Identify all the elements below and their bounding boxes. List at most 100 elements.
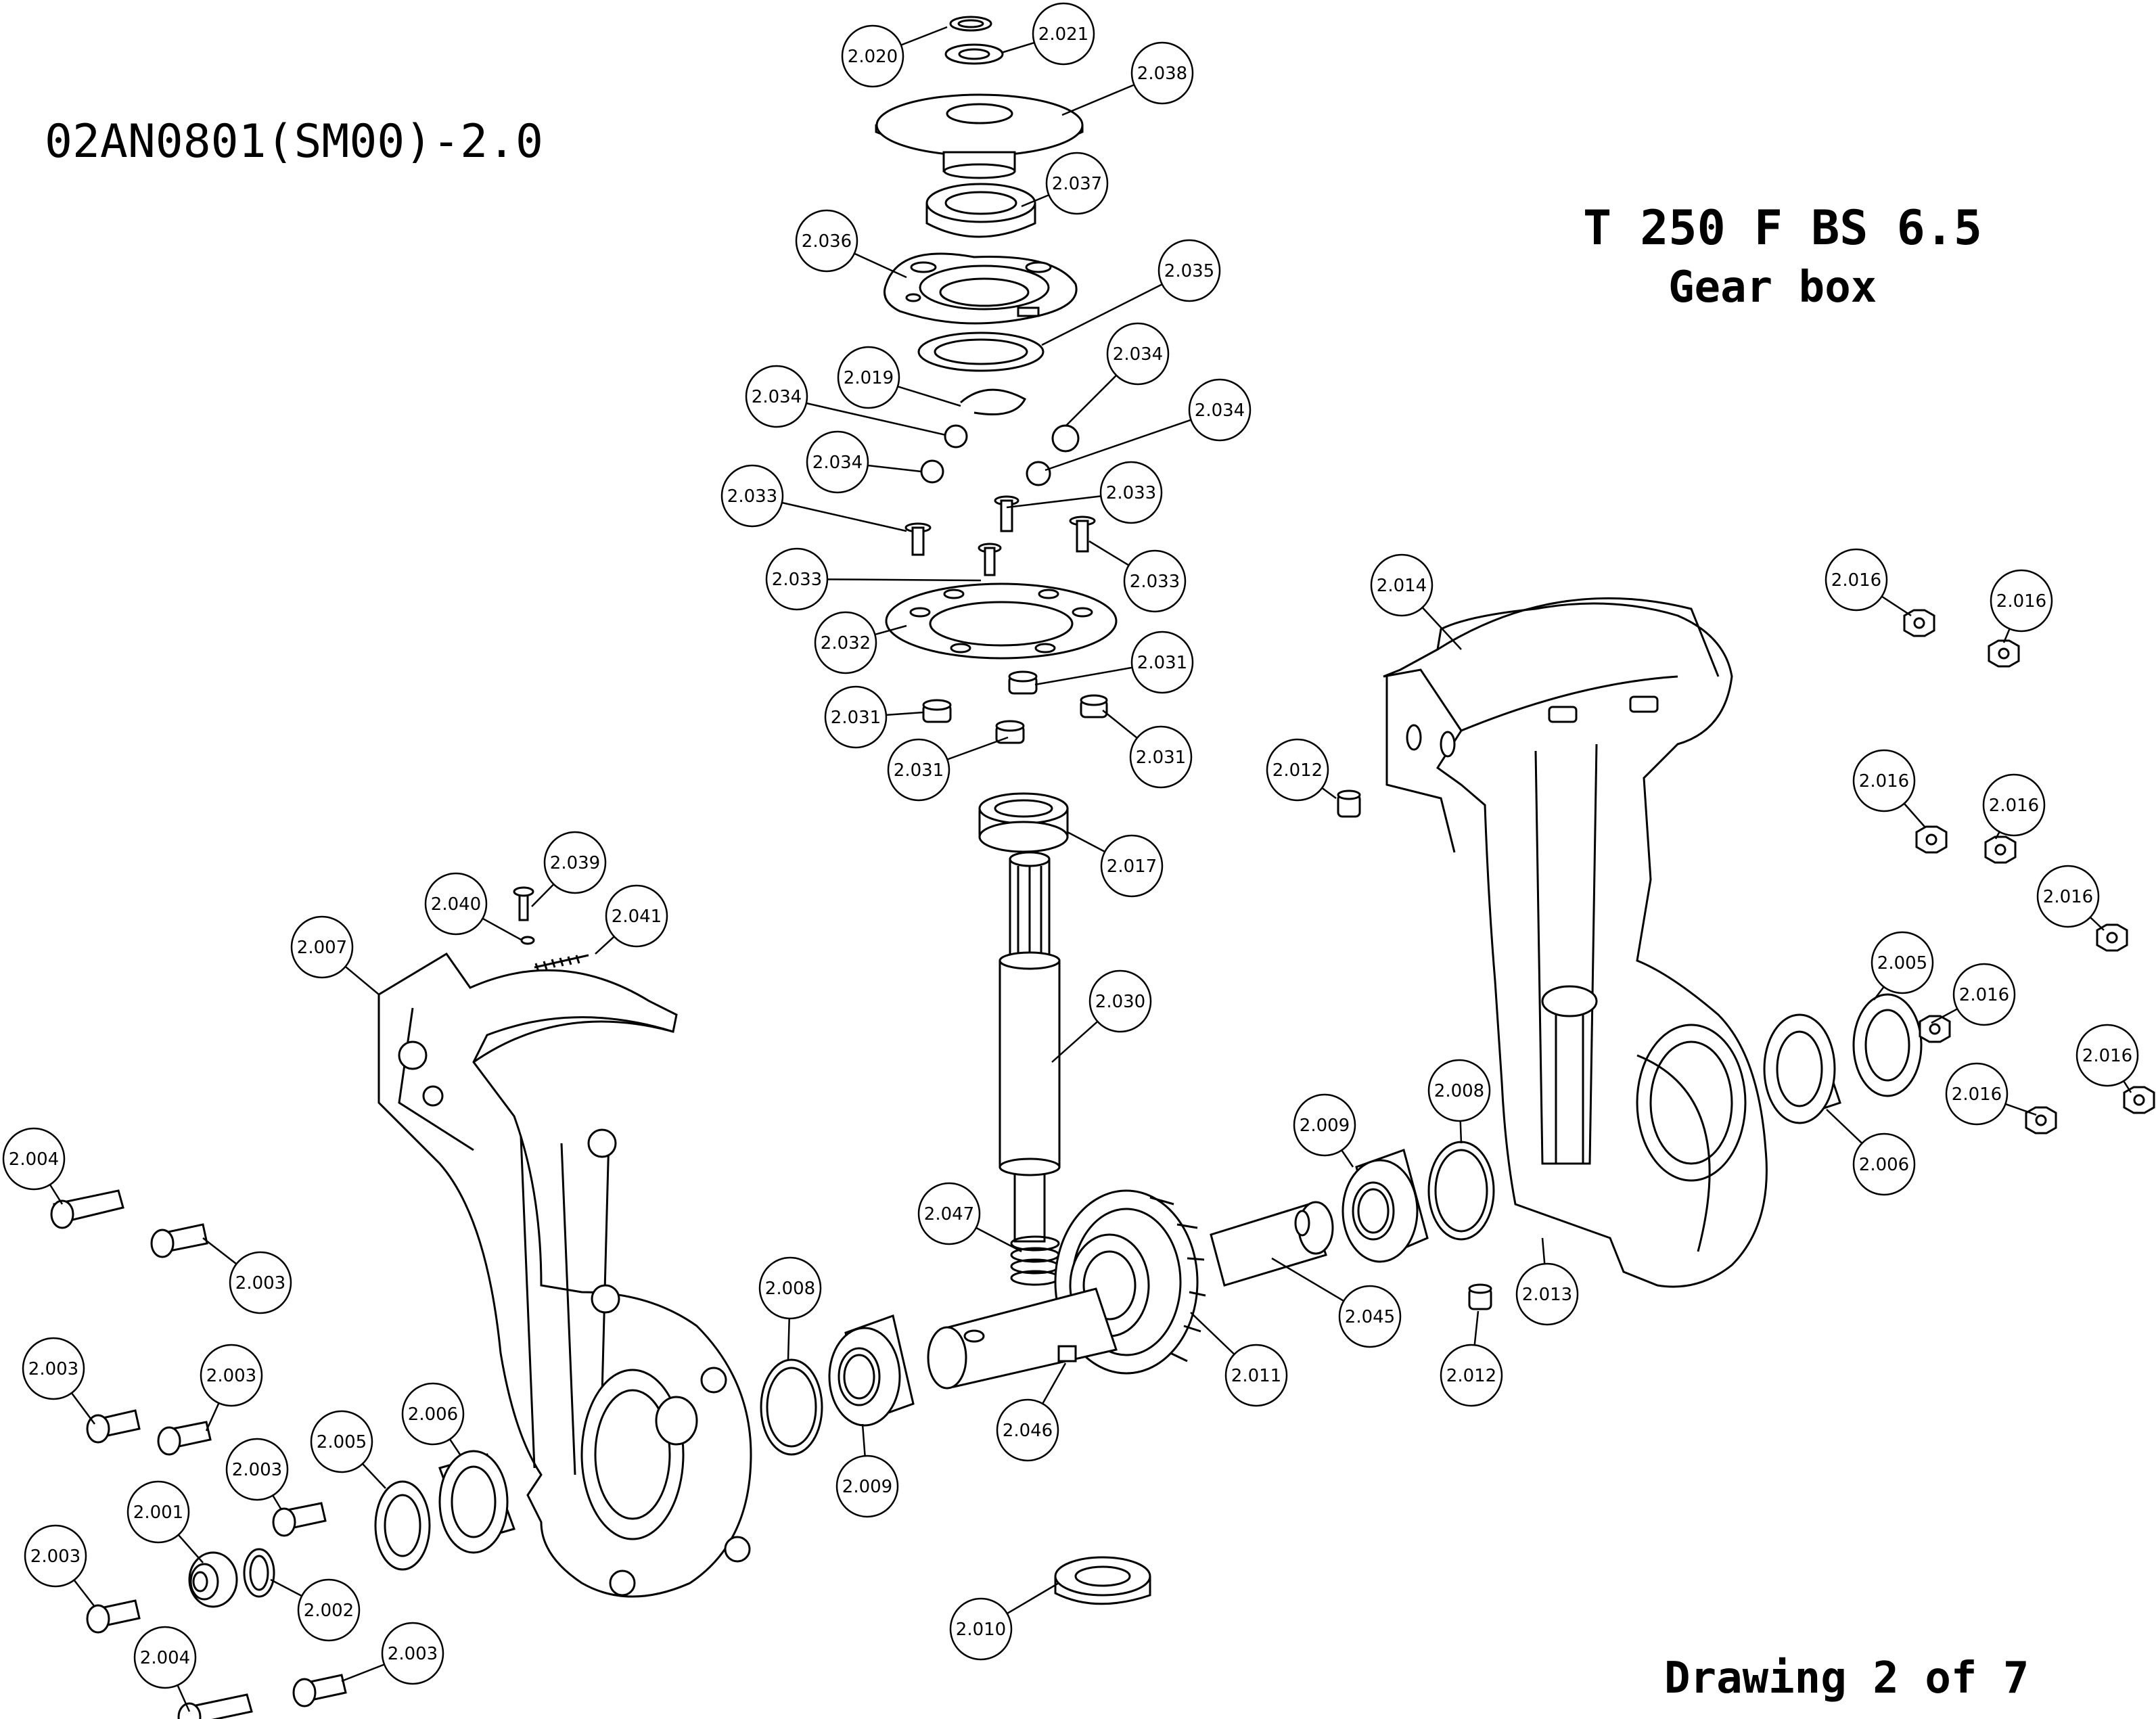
callout-label: 2.014 bbox=[1377, 576, 1427, 596]
callout-circle bbox=[290, 915, 354, 979]
callout-label: 2.031 bbox=[1136, 748, 1186, 768]
seal-left bbox=[374, 1480, 431, 1571]
leader-line bbox=[1034, 666, 1132, 686]
callout-label: 2.031 bbox=[1137, 653, 1187, 673]
part-callout-2-034: 2.034 bbox=[1106, 322, 1170, 386]
key bbox=[1057, 1345, 1077, 1362]
part-callout-2-033: 2.033 bbox=[1123, 549, 1187, 613]
sheet-number: Drawing 2 of 7 bbox=[1664, 1653, 2029, 1703]
leader-line bbox=[827, 578, 982, 582]
document-number: 02AN0801(SM00)-2.0 bbox=[45, 115, 543, 168]
leader-line bbox=[272, 1494, 282, 1509]
flat-washer bbox=[917, 331, 1045, 372]
leader-line bbox=[900, 26, 948, 46]
callout-circle bbox=[996, 1398, 1059, 1462]
part-callout-2-016: 2.016 bbox=[2036, 865, 2100, 928]
callout-label: 2.001 bbox=[133, 1503, 183, 1523]
leader-line bbox=[1271, 1257, 1344, 1302]
part-callout-2-035: 2.035 bbox=[1157, 239, 1221, 302]
leader-line bbox=[867, 464, 922, 473]
callout-circle bbox=[745, 365, 808, 428]
part-callout-2-008: 2.008 bbox=[758, 1256, 822, 1320]
bearing-right bbox=[1341, 1149, 1429, 1263]
callout-label: 2.005 bbox=[1877, 953, 1927, 973]
leader-line bbox=[946, 736, 1009, 760]
callout-label: 2.016 bbox=[1859, 771, 1909, 792]
callout-circle bbox=[795, 209, 858, 273]
part-callout-2-003: 2.003 bbox=[22, 1337, 85, 1400]
callout-circle bbox=[297, 1578, 361, 1642]
callout-label: 2.003 bbox=[206, 1366, 256, 1386]
part-callout-2-031: 2.031 bbox=[887, 738, 950, 802]
leader-line bbox=[1994, 831, 2000, 840]
callout-label: 2.002 bbox=[304, 1601, 354, 1621]
callout-label: 2.003 bbox=[232, 1460, 282, 1480]
leader-line bbox=[1421, 607, 1462, 650]
bushing-2-001 bbox=[188, 1551, 238, 1608]
part-callout-2-004: 2.004 bbox=[133, 1626, 197, 1689]
section-title: Gear box bbox=[1668, 262, 1877, 313]
leader-line bbox=[976, 1227, 1022, 1253]
model-title: T 250 F BS 6.5 bbox=[1583, 200, 1983, 256]
callout-label: 2.004 bbox=[140, 1648, 190, 1668]
callout-label: 2.012 bbox=[1272, 760, 1323, 781]
part-callout-2-032: 2.032 bbox=[814, 611, 877, 674]
vertical-shaft bbox=[999, 851, 1061, 1243]
callout-label: 2.009 bbox=[842, 1477, 892, 1497]
leader-line bbox=[531, 884, 555, 907]
callout-circle bbox=[310, 1410, 373, 1473]
part-callout-2-034: 2.034 bbox=[1188, 378, 1252, 442]
callout-circle bbox=[1945, 1062, 2009, 1126]
part-callout-2-033: 2.033 bbox=[720, 464, 784, 528]
screws bbox=[904, 495, 1096, 576]
part-callout-2-047: 2.047 bbox=[917, 1182, 981, 1245]
leader-line bbox=[1045, 419, 1191, 472]
callout-label: 2.008 bbox=[1434, 1081, 1484, 1101]
ball-retainer-plate bbox=[885, 582, 1118, 660]
callout-circle bbox=[543, 831, 607, 894]
bearing-bottom bbox=[1054, 1556, 1151, 1605]
callout-circle bbox=[1990, 569, 2053, 633]
part-callout-2-012: 2.012 bbox=[1440, 1344, 1503, 1407]
callout-circle bbox=[225, 1438, 289, 1501]
o-ring-right bbox=[1427, 1141, 1495, 1241]
bearing-plate bbox=[884, 252, 1078, 325]
callout-label: 2.041 bbox=[612, 907, 662, 927]
leader-line bbox=[202, 1237, 237, 1265]
part-callout-2-005: 2.005 bbox=[1871, 931, 1934, 994]
callout-label: 2.011 bbox=[1231, 1366, 1281, 1386]
callout-circle bbox=[1157, 239, 1221, 302]
callout-label: 2.033 bbox=[1130, 572, 1180, 592]
part-callout-2-016: 2.016 bbox=[1982, 773, 2046, 837]
callout-circle bbox=[841, 24, 904, 88]
cover-disk bbox=[875, 93, 1084, 179]
callout-circle bbox=[1852, 1132, 1916, 1196]
oil-seal bbox=[925, 183, 1036, 238]
bearing-outer-right bbox=[1763, 1013, 1841, 1124]
callout-label: 2.045 bbox=[1345, 1307, 1395, 1327]
callout-circle bbox=[424, 872, 488, 936]
bushings bbox=[922, 670, 1108, 744]
leader-line bbox=[1006, 495, 1101, 509]
part-callout-2-016: 2.016 bbox=[2075, 1024, 2139, 1087]
callout-circle bbox=[837, 346, 900, 409]
part-callout-2-045: 2.045 bbox=[1338, 1285, 1402, 1348]
callout-circle bbox=[1825, 548, 1888, 612]
part-callout-2-004: 2.004 bbox=[2, 1127, 66, 1191]
leader-line bbox=[1341, 1149, 1354, 1168]
seal-right bbox=[1852, 993, 1923, 1097]
part-callout-2-014: 2.014 bbox=[1370, 553, 1433, 617]
callout-circle bbox=[949, 1597, 1013, 1661]
callout-circle bbox=[1982, 773, 2046, 837]
callout-label: 2.031 bbox=[894, 760, 944, 781]
callout-label: 2.038 bbox=[1137, 64, 1187, 84]
part-callout-2-030: 2.030 bbox=[1088, 969, 1152, 1033]
callout-label: 2.009 bbox=[1300, 1116, 1350, 1136]
callout-circle bbox=[1440, 1344, 1503, 1407]
leader-line bbox=[344, 965, 380, 995]
leader-line bbox=[1873, 986, 1885, 1001]
part-callout-2-037: 2.037 bbox=[1045, 152, 1109, 215]
leader-line bbox=[854, 252, 907, 279]
callout-circle bbox=[1427, 1059, 1491, 1122]
